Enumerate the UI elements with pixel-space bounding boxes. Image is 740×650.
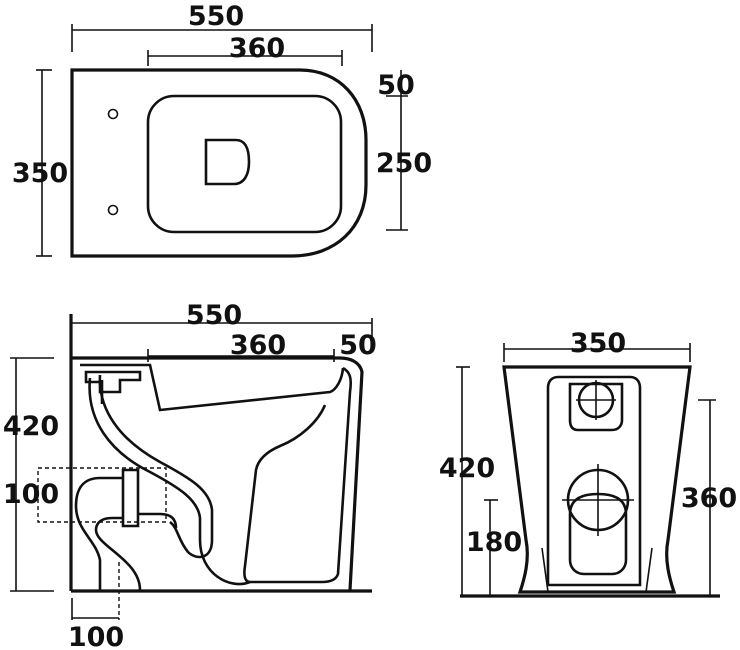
dimension-550-top: 550: [71, 1, 373, 52]
dimension-360-front: 360: [681, 399, 737, 596]
dimension-360-top: 360: [147, 33, 343, 66]
side-view-trapway: [243, 366, 353, 584]
side-view: 550 360 50 420 100 100: [3, 300, 377, 650]
dimension-550-side: 550: [72, 300, 373, 338]
dimension-350-front: 350: [503, 328, 691, 362]
front-view-outlet-slot: [568, 492, 628, 576]
dim-label: 180: [466, 527, 522, 558]
front-view-recess: [546, 375, 642, 587]
top-view-bowl-outlet: [204, 138, 251, 186]
side-view-trap-outer: [88, 377, 251, 586]
dimension-420-side: 420: [3, 357, 59, 592]
dim-label: 550: [188, 1, 244, 32]
dimension-100-bottom: 100: [68, 598, 124, 650]
dim-label: 50: [377, 70, 415, 101]
front-view-recess-inner: [568, 382, 624, 432]
dim-label: 100: [68, 622, 124, 650]
front-view-body-outline: [502, 365, 692, 594]
dim-label: 550: [186, 300, 242, 331]
dim-label: 350: [12, 158, 68, 189]
dim-label: 50: [339, 330, 377, 361]
dimension-250-top: 50 250: [376, 70, 432, 231]
hinge-hole-icon: [107, 204, 119, 216]
dimension-420-front: 420: [439, 366, 495, 596]
side-view-inlet: [84, 370, 142, 394]
hinge-hole-icon: [107, 108, 119, 120]
dim-label: 420: [3, 411, 59, 442]
side-view-outlet-pipe: [121, 468, 140, 528]
dimension-350-top: 350: [12, 69, 68, 257]
dimension-360-side: 360: [147, 330, 335, 362]
front-view: 350 420 180 360: [439, 328, 737, 598]
dim-label: 360: [230, 330, 286, 361]
dimension-180-front: 180: [466, 499, 522, 596]
side-view-rim: [80, 363, 345, 412]
top-view-outline: [70, 68, 368, 258]
dim-label: 420: [439, 453, 495, 484]
side-view-outlet-dashed-box: [37, 467, 167, 523]
side-view-trap-inner: [98, 374, 214, 559]
dim-label: 350: [570, 328, 626, 359]
dim-label: 100: [3, 479, 59, 510]
side-view-outlet-bend: [74, 476, 123, 590]
dim-label: 360: [229, 33, 285, 64]
side-view-body-outline: [72, 356, 364, 591]
dim-label: 250: [376, 148, 432, 179]
top-view: 550 360 350 50 250: [12, 1, 432, 258]
top-view-seat-opening: [146, 94, 343, 234]
dim-label: 360: [681, 483, 737, 514]
